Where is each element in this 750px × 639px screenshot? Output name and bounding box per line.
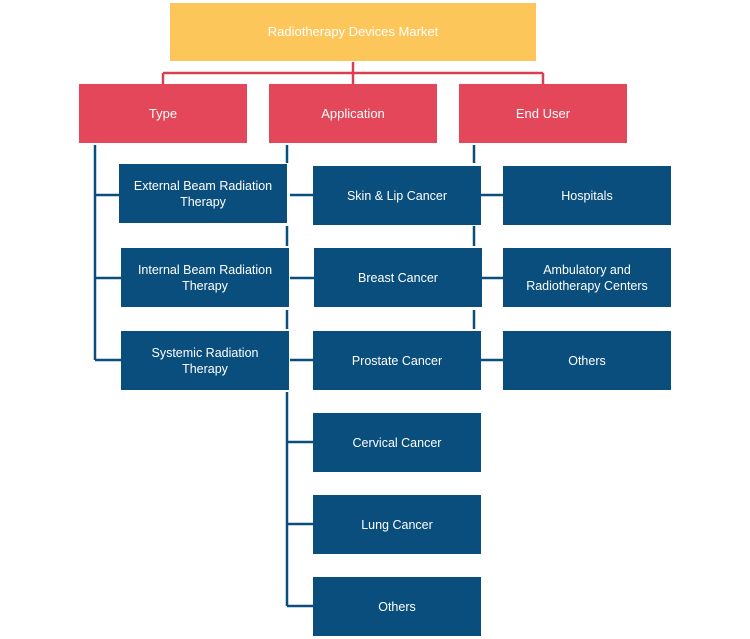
end-user-item-label: Ambulatory and Radiotherapy Centers bbox=[526, 262, 648, 293]
application-item-label: Lung Cancer bbox=[361, 517, 433, 532]
type-item-internal-beam: Internal Beam Radiation Therapy bbox=[121, 248, 289, 307]
application-item-skin-lip: Skin & Lip Cancer bbox=[313, 166, 481, 225]
type-item-systemic: Systemic Radiation Therapy bbox=[121, 331, 289, 390]
type-item-label: External Beam Radiation Therapy bbox=[133, 178, 273, 209]
category-type: Type bbox=[79, 84, 247, 143]
type-item-label: Systemic Radiation Therapy bbox=[151, 345, 259, 376]
category-application: Application bbox=[269, 84, 437, 143]
end-user-item-others: Others bbox=[503, 331, 671, 390]
application-item-lung: Lung Cancer bbox=[313, 495, 481, 554]
application-item-label: Others bbox=[378, 599, 416, 614]
type-item-label: Internal Beam Radiation Therapy bbox=[137, 262, 273, 293]
category-end-user: End User bbox=[459, 84, 627, 143]
category-end-user-label: End User bbox=[515, 105, 571, 121]
application-item-prostate: Prostate Cancer bbox=[313, 331, 481, 390]
root-node-label: Radiotherapy Devices Market bbox=[267, 24, 439, 39]
end-user-item-label: Hospitals bbox=[561, 188, 613, 203]
end-user-item-ambulatory: Ambulatory and Radiotherapy Centers bbox=[503, 248, 671, 307]
root-node: Radiotherapy Devices Market bbox=[170, 3, 536, 61]
category-type-label: Type bbox=[148, 105, 178, 121]
application-item-breast: Breast Cancer bbox=[314, 248, 482, 307]
application-item-others: Others bbox=[313, 577, 481, 636]
category-application-label: Application bbox=[321, 105, 385, 121]
type-item-external-beam: External Beam Radiation Therapy bbox=[119, 164, 287, 223]
application-item-label: Prostate Cancer bbox=[351, 353, 443, 368]
application-item-cervical: Cervical Cancer bbox=[313, 413, 481, 472]
application-item-label: Breast Cancer bbox=[358, 270, 438, 285]
end-user-item-label: Others bbox=[568, 353, 606, 368]
end-user-item-hospitals: Hospitals bbox=[503, 166, 671, 225]
application-item-label: Cervical Cancer bbox=[352, 435, 442, 450]
application-item-label: Skin & Lip Cancer bbox=[346, 188, 448, 203]
